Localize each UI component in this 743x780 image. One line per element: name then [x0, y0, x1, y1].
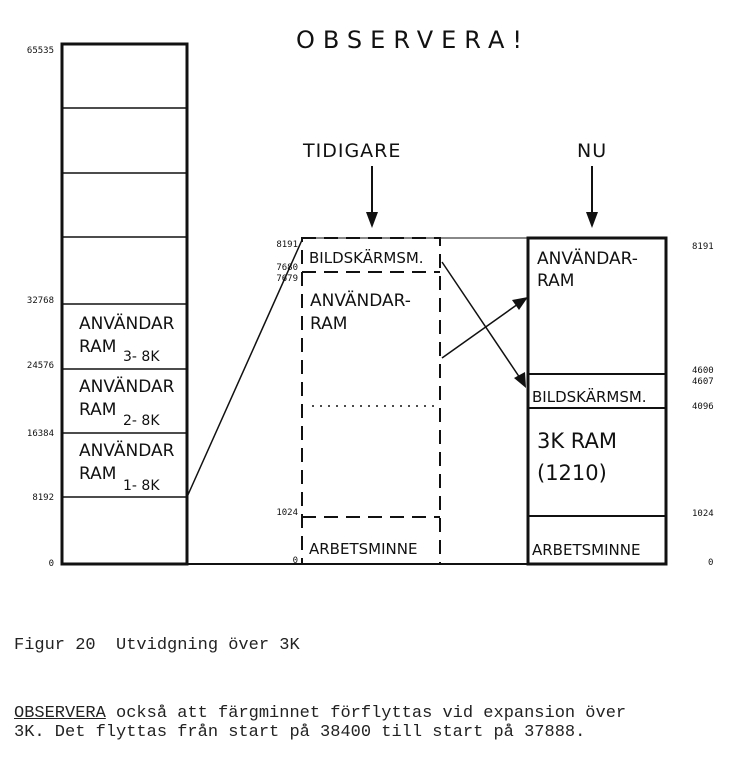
user-ram-label: RAM [310, 314, 347, 334]
note-paragraph: OBSERVERA också att färgminnet förflytta… [14, 704, 654, 742]
block-label: RAM [79, 400, 116, 420]
address-label: 8191 [276, 240, 298, 250]
zoom-line [186, 239, 303, 498]
ram-expansion-label: 3K RAM [537, 429, 617, 453]
before-memory-map: TIDIGARE 8191 7680 7679 1024 0 BILDSKÄRM… [276, 140, 441, 566]
address-label: 1024 [692, 509, 714, 519]
before-frame [301, 237, 441, 565]
arrow-head [514, 372, 526, 388]
after-memory-map: NU 8191 4600 4607 4096 1024 0 ANVÄNDAR- … [526, 140, 714, 568]
work-memory-label: ARBETSMINNE [532, 541, 640, 559]
block-label: ANVÄNDAR [79, 376, 175, 397]
address-label: 1024 [276, 508, 298, 518]
block-size: 3- 8K [123, 349, 160, 365]
screen-memory-label: BILDSKÄRMSM. [309, 248, 424, 267]
note-keyword: OBSERVERA [14, 704, 106, 723]
before-heading: TIDIGARE [302, 140, 401, 162]
address-label: 0 [293, 556, 298, 566]
address-label: 16384 [27, 429, 54, 439]
ram-expansion-label: (1210) [537, 461, 607, 485]
address-label: 0 [708, 558, 713, 568]
address-label: 65535 [27, 46, 54, 56]
figure-caption: Figur 20 Utvidgning över 3K [14, 636, 300, 655]
address-label: 8192 [32, 493, 54, 503]
screen-memory-label: BILDSKÄRMSM. [532, 387, 647, 406]
block-label: ANVÄNDAR [79, 440, 175, 461]
address-label: 4600 [692, 366, 714, 376]
left-memory-column: 65535 32768 24576 16384 8192 0 ANVÄNDAR … [27, 42, 189, 569]
work-memory-label: ARBETSMINNE [309, 540, 417, 558]
screen-memory-arrow [441, 261, 521, 379]
user-ram-label: ANVÄNDAR- [537, 248, 638, 269]
after-heading: NU [577, 140, 607, 162]
note-text: också att färgminnet förflyttas vid expa… [14, 704, 627, 742]
block-size: 1- 8K [123, 478, 160, 494]
address-label: 32768 [27, 296, 54, 306]
diagram-title: OBSERVERA! [296, 26, 530, 54]
block-label: RAM [79, 337, 116, 357]
after-frame [526, 236, 668, 566]
relocation-arrows [441, 261, 528, 388]
memory-map-diagram: OBSERVERA! 65535 32768 24576 16384 8192 … [27, 26, 714, 569]
block-label: RAM [79, 464, 116, 484]
address-label: 7679 [276, 274, 298, 284]
address-label: 4607 [692, 377, 714, 387]
address-label: 4096 [692, 402, 714, 412]
block-label: ANVÄNDAR [79, 313, 175, 334]
address-label: 7680 [276, 263, 298, 273]
arrow-head [366, 212, 378, 228]
block-size: 2- 8K [123, 413, 160, 429]
user-ram-label: ANVÄNDAR- [310, 290, 411, 311]
address-label: 8191 [692, 242, 714, 252]
arrow-head [512, 297, 528, 310]
address-label: 24576 [27, 361, 54, 371]
user-ram-arrow [441, 303, 519, 359]
address-label: 0 [49, 559, 54, 569]
user-ram-label: RAM [537, 271, 574, 291]
arrow-head [586, 212, 598, 228]
